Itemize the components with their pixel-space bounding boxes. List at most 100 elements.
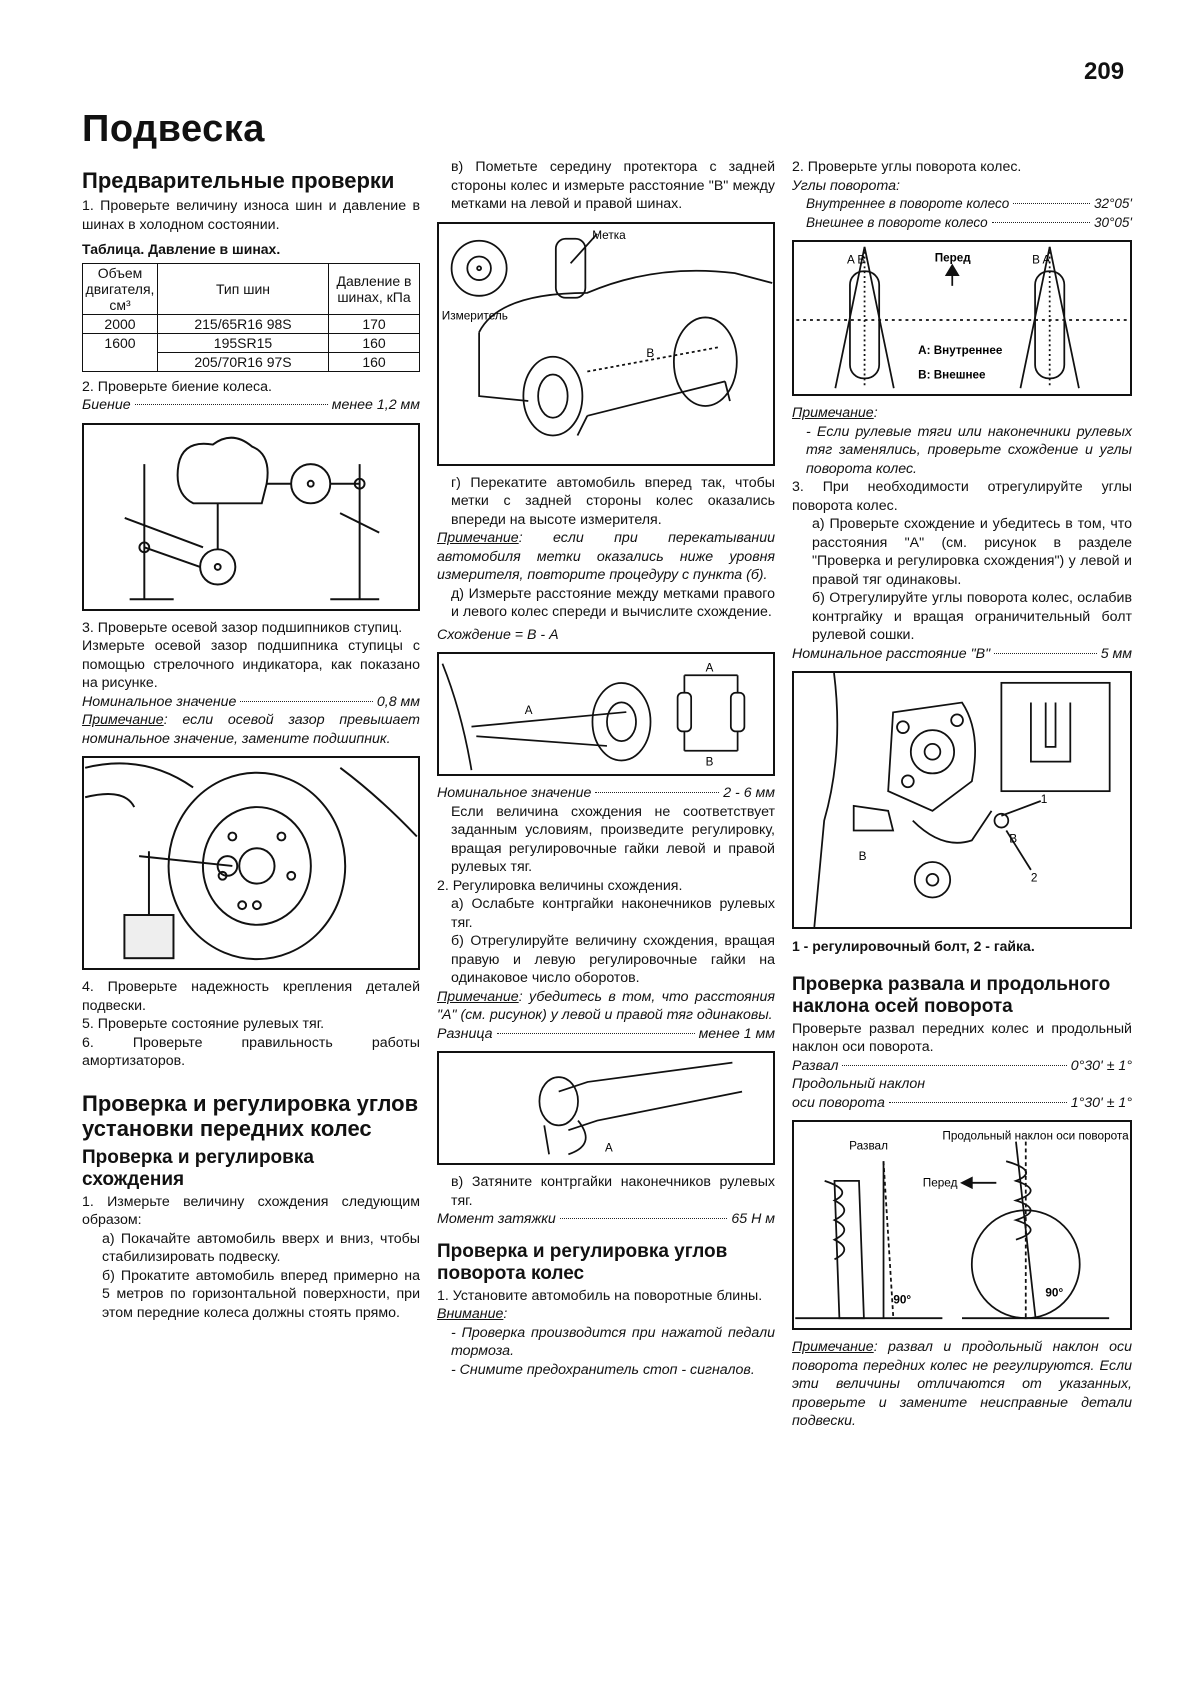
para-shocks: 6. Проверьте правильность работы амортиз…: [82, 1034, 420, 1070]
para-check-camber: Проверьте развал передних колес и продол…: [792, 1020, 1132, 1056]
figure-tie-rod: A: [437, 1051, 775, 1165]
para-check-angles: 2. Проверьте углы поворота колес.: [792, 159, 1022, 175]
figure-bearing-play: [82, 756, 420, 970]
fig-camber-label: Развал: [849, 1139, 888, 1152]
torque-spec: Момент затяжки 65 Н м: [437, 1210, 775, 1229]
fig-callout-b: B: [1009, 831, 1017, 845]
caster-spec: оси поворота 1°30' ± 1°: [792, 1094, 1132, 1113]
fig-angle-a: A: [605, 1142, 613, 1154]
torque-label: Момент затяжки: [437, 1211, 556, 1227]
caster-label-2: оси поворота: [792, 1094, 885, 1111]
fig-front-label-2: Перед: [923, 1177, 958, 1190]
heading-turning-angles: Проверка и регулировка углов поворота ко…: [437, 1240, 728, 1284]
fig-toe-b: B: [706, 755, 714, 768]
figure-toe-mark: Метка Измеритель В: [437, 221, 775, 466]
column-1: Предварительные проверки 1. Проверьте ве…: [82, 168, 420, 1322]
toe-formula: Схождение = В - А: [437, 626, 559, 643]
para-roll-forward: г) Перекатите автомобиль вперед так, что…: [451, 474, 775, 528]
runout-value: менее 1,2 мм: [331, 397, 420, 413]
diff-spec: Разница менее 1 мм: [437, 1025, 775, 1044]
note-text: : развал и продольный наклон оси поворот…: [792, 1339, 1132, 1429]
camber-caster-illustration: Развал Продольный наклон оси поворота Пе…: [795, 1130, 1129, 1320]
para-adjust-angles: 3. При необходимости отрегулируйте углы …: [792, 479, 1132, 514]
column-3: 2. Проверьте углы поворота колес. Углы п…: [792, 158, 1132, 1431]
para-measure-front: д) Измерьте расстояние между метками пра…: [451, 585, 775, 621]
table-row: 2000 215/65R16 98S 170: [82, 313, 420, 334]
page-title: Подвеска: [82, 108, 265, 150]
fig-label-b: В: [646, 345, 654, 359]
table-row: 1600 195SR15 160: [82, 332, 420, 372]
outer-angle-spec: Внешнее в повороте колесо 30°05': [792, 214, 1132, 233]
para-turn-nuts: б) Отрегулируйте величину схождения, вра…: [451, 933, 775, 986]
para-toe-adjust-if: Если величина схождения не соответствует…: [451, 803, 775, 876]
fig-90-right: 90°: [1045, 1287, 1063, 1300]
note-label-line: Примечание:: [792, 405, 878, 421]
note-label: Примечание: [82, 712, 164, 728]
heading-wheel-alignment: Проверка и регулировка углов установки п…: [82, 1090, 419, 1141]
para-bearing: 3. Проверьте осевой зазор подшипников ст…: [82, 619, 403, 636]
camber-label: Развал: [792, 1057, 839, 1074]
diff-value: менее 1 мм: [698, 1025, 775, 1042]
figure-toe-ab: A A B: [437, 652, 775, 776]
fig-outer-legend: B: Внешнее: [918, 368, 986, 381]
outer-angle-label: Внешнее в повороте колесо: [806, 214, 988, 230]
fig-toe-a2: A: [706, 661, 714, 674]
fig-label-meter: Измеритель: [442, 308, 508, 322]
attention-brake: - Проверка производится при нажатой педа…: [451, 1324, 775, 1360]
note-text: : если осевой зазор превышает номинально…: [82, 712, 420, 747]
para-runout: 2. Проверьте биение колеса.: [82, 378, 272, 395]
note-bearing: Примечание: если осевой зазор превышает …: [82, 711, 420, 748]
toe-mark-illustration: Метка Измеритель В: [442, 227, 773, 436]
nominal-b-label: Номинальное расстояние "В": [792, 645, 991, 662]
runout-label: Биение: [82, 397, 131, 413]
nominal-b-spec: Номинальное расстояние "В" 5 мм: [792, 645, 1132, 664]
note-roll: Примечание: если при перекатывании автом…: [437, 529, 775, 585]
para-check-toe-a: а) Проверьте схождение и убедитесь в том…: [812, 516, 1132, 588]
cell-tire: 205/70R16 97S: [157, 351, 329, 372]
para-toe-a: а) Покачайте автомобиль вверх и вниз, чт…: [102, 1230, 420, 1266]
figure-camber-caster: Развал Продольный наклон оси поворота Пе…: [792, 1120, 1132, 1330]
para-tighten-locknuts: в) Затяните контргайки наконечников руле…: [451, 1174, 775, 1209]
toe-nominal-value: 2 - 6 мм: [723, 785, 775, 801]
fig-front-label: Перед: [935, 251, 972, 264]
nominal-label: Номинальное значение: [82, 693, 237, 710]
toe-nominal-label: Номинальное значение: [437, 785, 592, 801]
para-turntables: 1. Установите автомобиль на поворотные б…: [437, 1287, 763, 1304]
fig-caption-stop-bolt: 1 - регулировочный болт, 2 - гайка.: [792, 938, 1035, 954]
camber-value: 0°30' ± 1°: [1070, 1057, 1132, 1074]
note-label: Примечание: [437, 530, 519, 546]
column-2: в) Пометьте середину протектора с задней…: [437, 158, 775, 1379]
para-toe-adjust: 2. Регулировка величины схождения.: [437, 877, 683, 894]
note-camber-not-adjustable: Примечание: развал и продольный наклон о…: [792, 1338, 1132, 1431]
fig-90-left: 90°: [893, 1293, 911, 1306]
note-text: : убедитесь в том, что расстояния "А" (с…: [437, 988, 775, 1024]
note-label: Примечание: [792, 405, 874, 421]
table-caption: Таблица. Давление в шинах.: [82, 241, 281, 257]
attention-label: Внимание: [437, 1306, 504, 1322]
para-bearing-measure: Измерьте осевой зазор подшипника ступицы…: [82, 638, 420, 691]
cell-tire: 215/65R16 98S: [157, 313, 329, 334]
tire-pressure-table: Объем двигателя, см³ Тип шин Давление в …: [82, 262, 420, 372]
fig-callout-b2: B: [859, 849, 867, 863]
note-equal-a: Примечание: убедитесь в том, что расстоя…: [437, 988, 775, 1025]
toe-nominal-spec: Номинальное значение 2 - 6 мм: [437, 784, 775, 803]
note-text: : если при перекатывании автомобиля метк…: [437, 530, 775, 583]
cell-engine: 2000: [82, 313, 158, 334]
para-mark-tread: в) Пометьте середину протектора с задней…: [451, 159, 775, 212]
diff-label: Разница: [437, 1025, 493, 1042]
attention-label-line: Внимание:: [437, 1306, 508, 1322]
figure-stop-bolt: 1 2 B B: [792, 671, 1132, 929]
cell-engine: 1600: [82, 332, 158, 372]
table-header-pressure: Давление в шинах, кПа: [328, 262, 420, 315]
caster-value: 1°30' ± 1°: [1070, 1094, 1132, 1111]
note-label: Примечание: [437, 988, 519, 1005]
nominal-b-value: 5 мм: [1100, 645, 1132, 662]
table-row: 205/70R16 97S 160: [83, 351, 420, 372]
fig-label-mark: Метка: [592, 227, 626, 241]
fig-ab-left: A B: [847, 253, 865, 266]
runout-spec: Биение менее 1,2 мм: [82, 396, 420, 415]
fig-callout-1: 1: [1041, 792, 1048, 806]
heading-camber-caster: Проверка развала и продольного наклона о…: [792, 973, 1111, 1017]
cell-pressure: 160: [328, 351, 420, 372]
inner-angle-spec: Внутреннее в повороте колесо 32°05': [792, 195, 1132, 214]
